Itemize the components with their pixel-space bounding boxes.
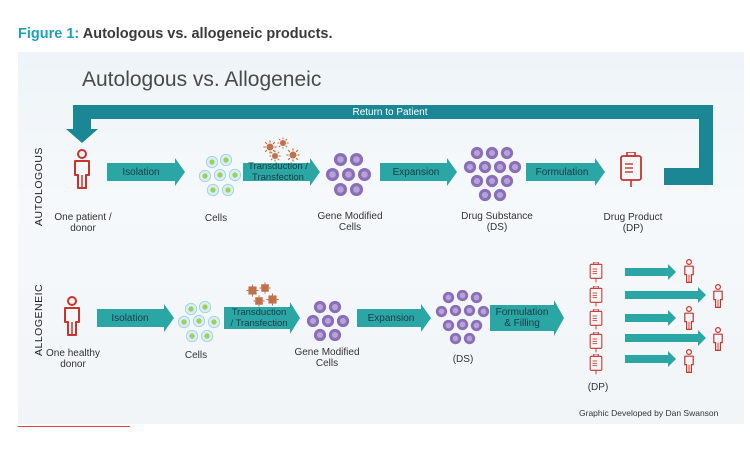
- allo-transduction-step-arrow: [224, 302, 300, 334]
- allo-cells-label: Cells: [184, 350, 208, 361]
- allo-formulation-step-arrow: [490, 300, 564, 336]
- allo-cells-cluster-icon: [177, 300, 221, 343]
- patient-icons: [684, 258, 723, 374]
- allo-vector-icon: [246, 282, 279, 307]
- allo-gene-modified-label: Gene Modified Cells: [287, 347, 367, 369]
- auto-source-label: One patient / donor: [40, 212, 126, 234]
- allo-formulation-line1: Formulation: [495, 307, 549, 318]
- allogeneic-row: [64, 258, 723, 375]
- auto-transduction-line1: Transduction /: [248, 161, 308, 172]
- auto-ds-line1: Drug Substance: [461, 211, 533, 222]
- auto-ds-label: Drug Substance (DS): [452, 211, 542, 233]
- allo-isolation-label: Isolation: [111, 313, 149, 324]
- auto-source-line1: One patient /: [54, 212, 112, 223]
- auto-expansion-label: Expansion: [392, 167, 440, 178]
- allo-formulation-label: Formulation & Filling: [490, 307, 554, 329]
- graphic-credit: Graphic Developed by Dan Swanson: [579, 408, 719, 418]
- allo-ds-label: (DS): [452, 354, 474, 365]
- figure-number: Figure 1:: [18, 26, 80, 42]
- allo-transduction-label: Transduction / Transfection: [222, 307, 296, 329]
- figure-caption-text: Autologous vs. allogeneic products.: [82, 26, 333, 42]
- auto-dp-label: Drug Product (DP): [592, 212, 674, 234]
- return-to-patient-label: Return to Patient: [352, 107, 428, 118]
- auto-gene-modified-line1: Gene Modified: [317, 211, 383, 222]
- return-to-patient-arrow: [66, 105, 713, 185]
- allo-source-line2: donor: [60, 359, 86, 370]
- healthy-donor-icon: [64, 296, 80, 336]
- allo-transduction-line1: Transduction: [231, 307, 287, 318]
- distribution-arrows: [625, 264, 706, 367]
- allo-gene-modified-cells-icon: [306, 300, 350, 342]
- auto-formulation-label: Formulation: [535, 167, 589, 178]
- virus-vector-icon: [263, 137, 300, 162]
- auto-gene-modified-label: Gene Modified Cells: [310, 211, 390, 233]
- auto-cells-label: Cells: [204, 213, 228, 224]
- allo-transduction-line2: / Transfection: [230, 318, 288, 329]
- isolation-step-arrow: [107, 158, 185, 186]
- allogeneic-row-label: ALLOGENEIC: [33, 283, 45, 356]
- patient-icon: [74, 149, 90, 189]
- auto-ds-line2: (DS): [486, 222, 508, 233]
- autologous-row: [74, 137, 642, 202]
- allo-isolation-step-arrow: [97, 304, 174, 332]
- gene-modified-cells-icon: [325, 152, 372, 197]
- auto-dp-line1: Drug Product: [603, 212, 663, 223]
- allo-gene-modified-line1: Gene Modified: [294, 347, 360, 358]
- allo-drug-substance-cells-icon: [435, 289, 490, 345]
- allo-dp-label: (DP): [587, 382, 609, 393]
- formulation-step-arrow: [526, 158, 605, 186]
- auto-transduction-line2: Transfection: [252, 172, 304, 183]
- auto-dp-line2: (DP): [622, 223, 644, 234]
- expansion-step-arrow: [380, 158, 457, 186]
- auto-isolation-label: Isolation: [122, 167, 160, 178]
- cells-cluster-icon: [198, 153, 242, 197]
- allo-gene-modified-line2: Cells: [315, 358, 339, 369]
- auto-transduction-label: Transduction / Transfection: [243, 161, 313, 183]
- figure-caption: Figure 1: Autologous vs. allogeneic prod…: [18, 26, 332, 42]
- auto-source-line2: donor: [70, 223, 96, 234]
- drug-product-bag-icon: [620, 152, 642, 188]
- allo-drug-product-bags-icon: [589, 262, 603, 375]
- allo-formulation-line2: & Filling: [504, 318, 540, 329]
- allo-source-line1: One healthy: [46, 348, 100, 359]
- drug-substance-cells-icon: [463, 146, 522, 202]
- diagram-title: Autologous vs. Allogeneic: [82, 68, 322, 91]
- auto-gene-modified-line2: Cells: [338, 222, 362, 233]
- transduction-step-arrow: [243, 158, 320, 186]
- allo-expansion-step-arrow: [357, 304, 431, 332]
- allo-expansion-label: Expansion: [367, 313, 415, 324]
- bottom-accent-rule: [18, 426, 130, 427]
- allo-source-label: One healthy donor: [30, 348, 116, 370]
